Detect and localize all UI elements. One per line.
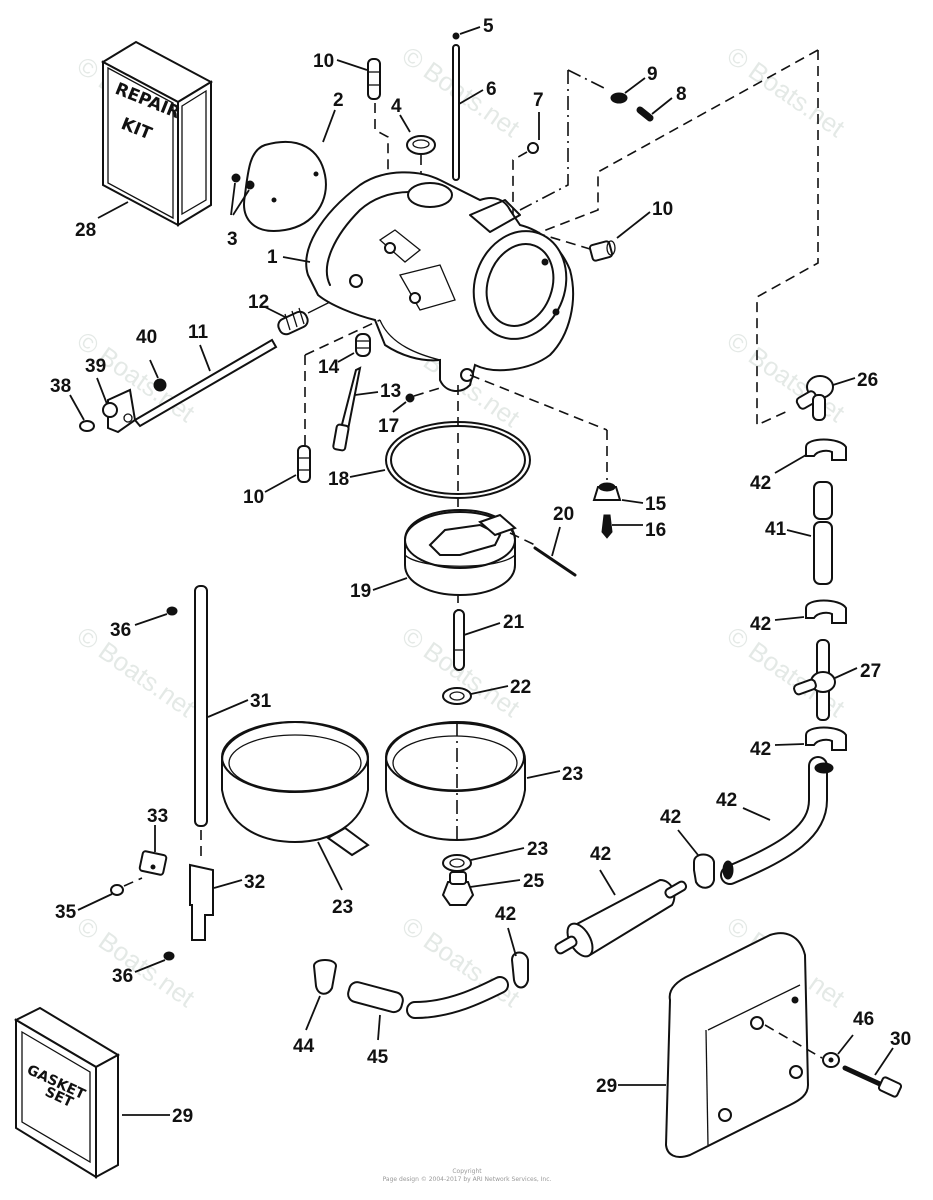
callout-22: 21 (503, 612, 525, 633)
callout-36-bottom: 36 (112, 966, 133, 987)
plug-11 (588, 240, 616, 262)
carburetor-body (305, 171, 574, 392)
callout-42-6: 44 (293, 1036, 315, 1057)
callout-13: 12 (248, 292, 269, 313)
callout-4: 4 (391, 96, 402, 117)
callout-39: 40 (136, 327, 157, 348)
link-rod (194, 585, 208, 827)
jet-top (367, 58, 381, 100)
callout-42-2: 42 (750, 614, 771, 635)
clamp-42-2 (805, 599, 847, 624)
idle-needle (332, 366, 362, 452)
clamp-42-4 (693, 853, 715, 889)
callout-19: 18 (328, 469, 349, 490)
elbow-fitting (795, 375, 834, 421)
watermark: © Boats.net (72, 620, 201, 723)
callout-21: 20 (553, 504, 574, 525)
main-jet (453, 609, 465, 671)
footer-copyright-line1: Copyright (452, 1168, 482, 1175)
callout-26: 26 (857, 370, 878, 391)
callout-24: 23 (562, 764, 583, 785)
repair-kit-box: REPAIR KIT (100, 40, 214, 227)
callout-42-5: 42 (495, 904, 516, 925)
callout-24A: 23 (332, 897, 353, 918)
callout-36-top: 36 (110, 620, 131, 641)
callout-37: 38 (50, 376, 71, 397)
clamp-42-3 (805, 726, 847, 751)
callout-10-top: 10 (313, 51, 334, 72)
watermark: © Boats.net (72, 910, 201, 1013)
fuel-hose-short (347, 981, 404, 1014)
watermark: © Boats.net (397, 40, 526, 143)
callout-32: 31 (250, 691, 272, 712)
callout-45: 45 (367, 1047, 389, 1068)
callout-8: 8 (676, 84, 687, 105)
callout-6: 6 (486, 79, 497, 100)
callout-16: 15 (645, 494, 667, 515)
callout-20: 19 (350, 581, 371, 602)
callout-2: 2 (333, 90, 344, 111)
clip-34 (138, 850, 168, 876)
throttle-shaft (107, 338, 278, 434)
float-bowl (385, 720, 526, 845)
float (404, 508, 517, 597)
callout-9: 9 (647, 64, 658, 85)
callout-44: 42 (716, 790, 737, 811)
callout-1: 1 (267, 247, 278, 268)
callout-42-1: 42 (750, 473, 771, 494)
callout-31: 30 (890, 1029, 911, 1050)
callout-17: 16 (645, 520, 666, 541)
callout-41: 42 (590, 844, 611, 865)
callout-46: 46 (853, 1009, 874, 1030)
callout-23-bottom: 23 (527, 839, 548, 860)
seat-16 (592, 482, 622, 501)
watermark: © Boats.net (722, 620, 851, 723)
callout-42-3: 42 (750, 739, 771, 760)
spring-15 (355, 333, 371, 357)
callout-12: 11 (188, 322, 209, 343)
callout-11: 10 (652, 199, 673, 220)
bracket-33 (189, 863, 214, 941)
callout-5: 5 (483, 16, 494, 37)
fuel-filter (554, 878, 688, 958)
gasket-set-box: GASKET SET (13, 1006, 121, 1179)
callout-42-4: 42 (660, 807, 681, 828)
callout-15: 14 (318, 357, 340, 378)
callout-33: 32 (244, 872, 265, 893)
callout-18: 17 (378, 416, 399, 437)
footer-copyright-line2: Page design © 2004-2017 by ARI Network S… (383, 1176, 552, 1183)
watermark: © Boats.net (722, 325, 851, 428)
silencer-cover (664, 932, 810, 1158)
callout-34: 33 (147, 806, 168, 827)
jet-bottom (297, 445, 311, 483)
tee-fitting (793, 639, 836, 721)
cover-gasket (243, 140, 327, 232)
callout-35: 35 (55, 902, 77, 923)
spring-13 (277, 301, 331, 336)
callout-7: 7 (533, 90, 544, 111)
callout-3: 3 (227, 229, 238, 250)
callout-27: 27 (860, 661, 881, 682)
callout-10-bottom: 10 (243, 487, 264, 508)
callout-14: 13 (380, 381, 401, 402)
callout-29: 29 (172, 1106, 193, 1127)
callout-25: 25 (523, 871, 545, 892)
bowl-plug (441, 871, 475, 906)
callout-23-top: 22 (510, 677, 531, 698)
float-bowl-alt (221, 720, 370, 857)
callout-40: 41 (765, 519, 787, 540)
callout-28: 28 (75, 220, 96, 241)
callout-30: 29 (596, 1076, 617, 1097)
clamp-42-5 (510, 951, 529, 989)
clamp-42-1 (805, 438, 847, 461)
clamp-42-6 (312, 959, 338, 995)
callout-38: 39 (85, 356, 106, 377)
